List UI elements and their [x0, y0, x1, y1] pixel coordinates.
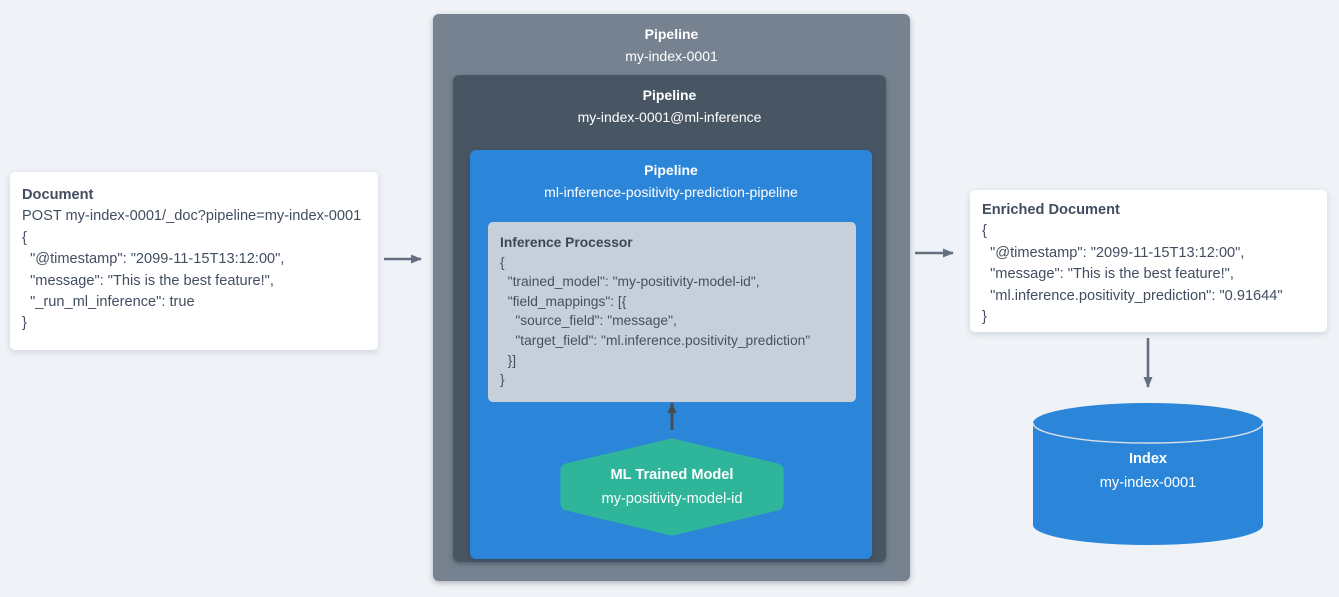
document-card-title: Document	[22, 187, 94, 203]
index-title: Index	[1128, 451, 1168, 467]
processor-code-line: "field_mappings": [{	[500, 293, 627, 309]
cylinder-text: Index my-index-0001	[1033, 447, 1263, 495]
outer-pipeline-box: Pipeline my-index-0001 Pipeline my-index…	[433, 14, 910, 581]
processor-code-line: "target_field": "ml.inference.positivity…	[500, 332, 811, 348]
enriched-card-title: Enriched Document	[982, 202, 1120, 218]
inference-processor-title: Inference Processor	[500, 235, 633, 250]
inference-processor-box: Inference Processor { "trained_model": "…	[488, 222, 856, 402]
prediction-pipeline-name: ml-inference-positivity-prediction-pipel…	[544, 184, 798, 200]
outer-pipeline-name: my-index-0001	[625, 48, 718, 64]
prediction-pipeline-label: Pipeline	[644, 162, 698, 178]
hexagon-shape-icon	[560, 438, 784, 536]
prediction-pipeline-header: Pipeline ml-inference-positivity-predict…	[470, 150, 872, 203]
ml-model-title: ML Trained Model	[610, 467, 734, 483]
document-code-line: }	[22, 315, 27, 332]
enriched-code-line: {	[982, 223, 987, 240]
hexagon-text: ML Trained Model my-positivity-model-id	[560, 439, 784, 535]
enriched-document-card: Enriched Document { "@timestamp": "2099-…	[970, 190, 1327, 332]
prediction-pipeline-box: Pipeline ml-inference-positivity-predict…	[470, 150, 872, 559]
enriched-code-line: "message": "This is the best feature!",	[982, 266, 1234, 283]
enriched-code-line: }	[982, 309, 987, 326]
processor-code-line: "trained_model": "my-positivity-model-id…	[500, 274, 760, 290]
processor-code-line: }	[500, 372, 505, 388]
processor-code-line: }]	[500, 352, 517, 368]
processor-code-line: "source_field": "message",	[500, 313, 677, 329]
ml-model-name: my-positivity-model-id	[601, 491, 743, 507]
index-cylinder: Index my-index-0001	[1033, 403, 1263, 545]
enriched-code-line: "ml.inference.positivity_prediction": "0…	[982, 287, 1283, 304]
processor-code-line: {	[500, 254, 505, 270]
document-code-line: POST my-index-0001/_doc?pipeline=my-inde…	[22, 208, 362, 225]
database-cylinder-icon	[1033, 403, 1263, 545]
outer-pipeline-label: Pipeline	[644, 26, 699, 42]
ml-inference-pipeline-label: Pipeline	[642, 87, 697, 103]
document-card: Document POST my-index-0001/_doc?pipelin…	[10, 172, 378, 350]
ml-inference-pipeline-name: my-index-0001@ml-inference	[577, 109, 762, 125]
ml-inference-pipeline-box: Pipeline my-index-0001@ml-inference Pipe…	[453, 75, 886, 562]
document-code-line: "message": "This is the best feature!",	[22, 272, 274, 289]
document-code-line: "_run_ml_inference": true	[22, 294, 195, 311]
enriched-code-line: "@timestamp": "2099-11-15T13:12:00",	[982, 244, 1245, 261]
outer-pipeline-header: Pipeline my-index-0001	[433, 14, 910, 67]
document-code-line: {	[22, 229, 27, 246]
ml-inference-pipeline-header: Pipeline my-index-0001@ml-inference	[453, 75, 886, 128]
ml-trained-model-hexagon: ML Trained Model my-positivity-model-id	[560, 438, 784, 536]
index-name: my-index-0001	[1099, 475, 1197, 491]
document-code-line: "@timestamp": "2099-11-15T13:12:00",	[22, 251, 285, 268]
